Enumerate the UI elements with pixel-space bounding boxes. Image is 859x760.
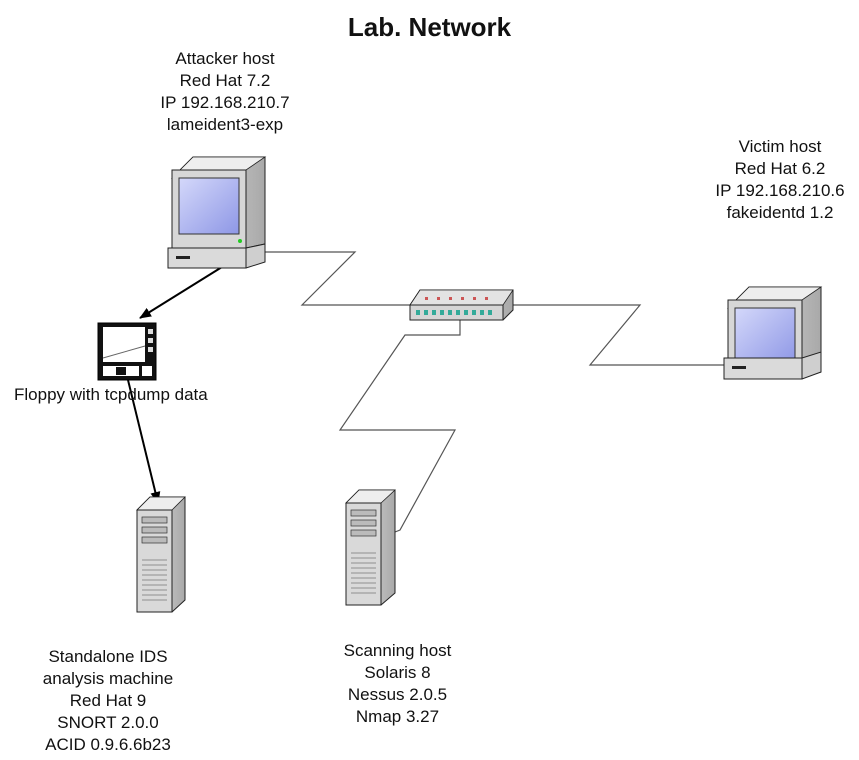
victim-line: IP 192.168.210.6 (715, 181, 845, 200)
arrow-floppy-to-ids (127, 379, 161, 504)
link-switch-to-victim (513, 304, 725, 366)
attacker-line: IP 192.168.210.7 (160, 93, 290, 112)
attacker-host-label: Attacker host Red Hat 7.2 IP 192.168.210… (150, 48, 300, 136)
victim-computer-icon (723, 286, 823, 380)
ids-tower-icon (136, 496, 186, 613)
scanner-line: Nmap 3.27 (355, 707, 440, 726)
attacker-line: lameident3-exp (166, 115, 284, 134)
ids-line: ACID 0.9.6.6b23 (45, 735, 171, 754)
arrow-attacker-to-floppy (139, 266, 223, 319)
scanner-line: Scanning host (343, 641, 452, 660)
scanner-line: Solaris 8 (364, 663, 431, 682)
victim-line: Victim host (738, 137, 822, 156)
attacker-computer-icon (167, 156, 267, 269)
ids-line: Standalone IDS (48, 647, 168, 666)
victim-host-label: Victim host Red Hat 6.2 IP 192.168.210.6… (705, 136, 855, 224)
attacker-line: Red Hat 7.2 (179, 71, 271, 90)
ids-host-label: Standalone IDS analysis machine Red Hat … (28, 646, 188, 756)
ids-line: Red Hat 9 (69, 691, 147, 710)
link-switch-to-scanner (338, 320, 461, 533)
scanner-tower-icon (345, 489, 397, 606)
network-switch-icon (409, 289, 514, 321)
victim-line: fakeidentd 1.2 (726, 203, 834, 222)
floppy-label: Floppy with tcpdump data (14, 385, 208, 404)
scanner-line: Nessus 2.0.5 (347, 685, 448, 704)
link-attacker-to-switch (265, 251, 410, 306)
victim-line: Red Hat 6.2 (734, 159, 826, 178)
scanner-host-label: Scanning host Solaris 8 Nessus 2.0.5 Nma… (330, 640, 465, 728)
ids-line: analysis machine (42, 669, 174, 688)
diagram-title: Lab. Network (347, 12, 512, 42)
ids-line: SNORT 2.0.0 (57, 713, 159, 732)
floppy-disk-icon (97, 322, 157, 381)
attacker-line: Attacker host (175, 49, 275, 68)
